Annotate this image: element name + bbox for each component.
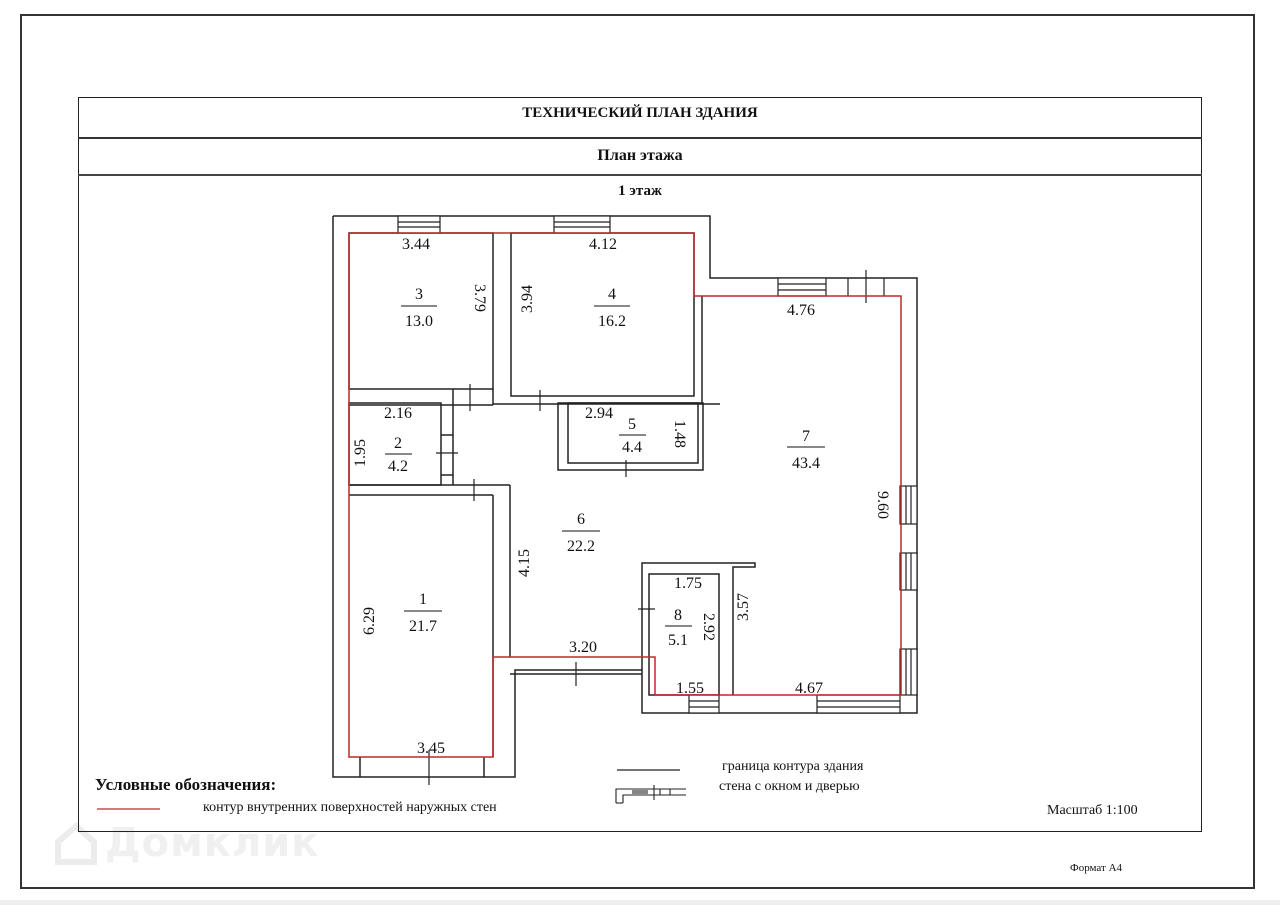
dim-r3-width: 3.44: [402, 236, 430, 253]
room-4-number: 4: [608, 286, 616, 303]
inner-contour-red: [348, 232, 902, 758]
room-3-area: 13.0: [405, 313, 433, 330]
dim-r7-inner: 3.57: [735, 593, 752, 621]
dim-r5-width: 2.94: [585, 405, 613, 422]
dimension-labels: 3.44 4.12 4.76 2.16 2.94 1.75 3.20 1.55 …: [352, 236, 891, 757]
window-icon: [899, 485, 918, 525]
building-outline: [332, 215, 918, 778]
dim-r8-top: 1.75: [674, 575, 702, 592]
room-1-area: 21.7: [409, 618, 437, 635]
dim-r1-height: 6.29: [361, 607, 378, 635]
bottom-strip: [0, 900, 1280, 905]
legend-title: Условные обозначения:: [95, 775, 277, 794]
room-8-number: 8: [674, 607, 682, 624]
plan-subtitle: План этажа: [78, 139, 1202, 176]
floor-label: 1 этаж: [618, 183, 662, 199]
legend-label-inner-contour: контур внутренних поверхностей наружных …: [203, 800, 497, 815]
room-5-number: 5: [628, 416, 636, 433]
dim-r3-height: 3.79: [471, 284, 488, 312]
dim-r6-left: 4.15: [516, 549, 533, 577]
drawing-frame: [78, 97, 1202, 832]
page-outer-frame: [20, 14, 1255, 889]
room-7-number: 7: [802, 428, 810, 445]
room-8-area: 5.1: [668, 632, 688, 649]
window-icon: [816, 694, 901, 714]
dim-r8-bottom: 1.55: [676, 680, 704, 697]
dim-r7-bottom: 4.67: [795, 680, 823, 697]
window-icon: [777, 277, 827, 297]
legend-label-building-outline: граница контура здания: [722, 759, 864, 774]
format-label: Формат А4: [1070, 862, 1123, 874]
dim-r1-width: 3.45: [417, 740, 445, 757]
room-6-area: 22.2: [567, 538, 595, 555]
dim-r8-height: 2.92: [700, 613, 717, 641]
window-icon: [899, 552, 918, 591]
room-8-outer: [641, 562, 756, 695]
legend-label-wall-window-door: стена с окном и дверью: [719, 779, 860, 794]
window-icon: [688, 694, 720, 714]
dim-r4-height: 3.94: [519, 285, 536, 313]
watermark: Домклик: [105, 820, 320, 866]
legend-wall-window-door-icon: [615, 785, 686, 804]
dim-r7-top: 4.76: [787, 302, 815, 319]
windows: [397, 215, 918, 714]
dim-r5-height: 1.48: [671, 420, 688, 448]
scale-label: Масштаб 1:100: [1047, 803, 1138, 818]
dim-r4-width: 4.12: [589, 236, 617, 253]
room-labels: 3 13.0 4 16.2 2 4.2 5 4.4 6 22.2 7 43.4 …: [385, 286, 825, 649]
doors: [428, 270, 885, 785]
domclick-logo-icon: [55, 821, 97, 865]
room-5-area: 4.4: [622, 439, 642, 456]
dim-r7-right: 9.60: [874, 491, 891, 519]
window-icon: [553, 215, 611, 234]
dim-r2-height: 1.95: [352, 439, 369, 467]
room-6-number: 6: [577, 511, 585, 528]
room-5-walls: [567, 402, 699, 464]
room-2-number: 2: [394, 435, 402, 452]
document-title: ТЕХНИЧЕСКИЙ ПЛАН ЗДАНИЯ: [78, 97, 1202, 139]
room-3-number: 3: [415, 286, 423, 303]
dim-r2-width: 2.16: [384, 405, 412, 422]
room-1-number: 1: [419, 591, 427, 608]
dim-r6-bottom: 3.20: [569, 639, 597, 656]
window-icon: [899, 648, 918, 696]
room-4-area: 16.2: [598, 313, 626, 330]
room-2-area: 4.2: [388, 458, 408, 475]
window-icon: [397, 215, 441, 234]
room-7-area: 43.4: [792, 455, 820, 472]
